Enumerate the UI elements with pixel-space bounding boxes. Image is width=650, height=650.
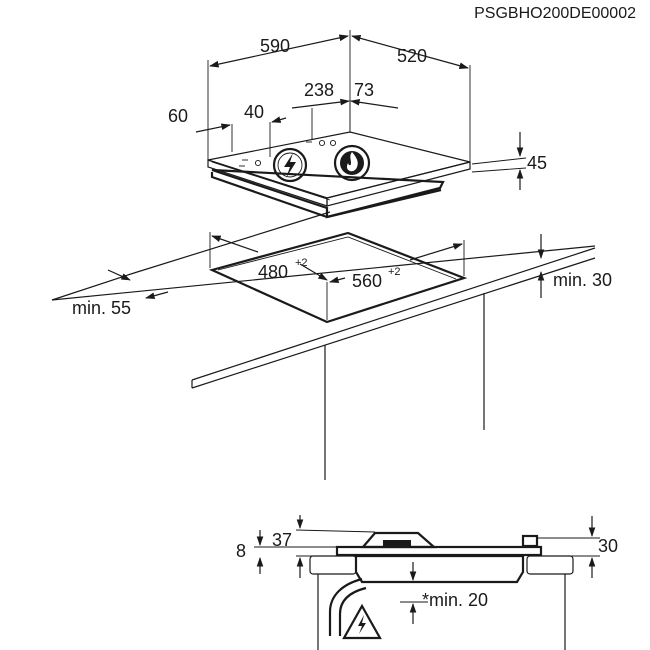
dim-depth-520: 520 [397, 46, 427, 66]
dim-min-rear-30: min. 30 [553, 270, 612, 290]
section-view-drawing: 37 8 30 *min. 20 [236, 515, 618, 650]
dim-cutout-480-tolerance: +2 [295, 257, 308, 269]
dim-cutout-560-tolerance: +2 [388, 266, 401, 278]
dim-cutout-560: 560 [352, 271, 382, 291]
gas-flame-knob-icon [333, 144, 371, 182]
dim-margin-60: 60 [168, 106, 188, 126]
electric-plate-knob-icon [272, 147, 308, 183]
dim-cutout-480: 480 [258, 262, 288, 282]
hob-drawing: 590 520 238 73 60 40 45 [168, 30, 547, 219]
dim-offset-73: 73 [354, 80, 374, 100]
dim-control-238: 238 [304, 80, 334, 100]
dim-min-below-20: *min. 20 [422, 590, 488, 610]
dim-section-8: 8 [236, 541, 246, 561]
dim-min-front-55: min. 55 [72, 298, 131, 318]
worktop-cutout-drawing: 480 +2 560 +2 min. 55 min. 30 [51, 211, 612, 480]
dim-offset-40: 40 [244, 102, 264, 122]
dim-section-30: 30 [598, 536, 618, 556]
dim-section-37: 37 [272, 530, 292, 550]
dim-width-590: 590 [260, 36, 290, 56]
electric-warning-icon [342, 603, 382, 640]
document-code: PSGBHO200DE00002 [474, 5, 636, 22]
dim-height-45: 45 [527, 153, 547, 173]
